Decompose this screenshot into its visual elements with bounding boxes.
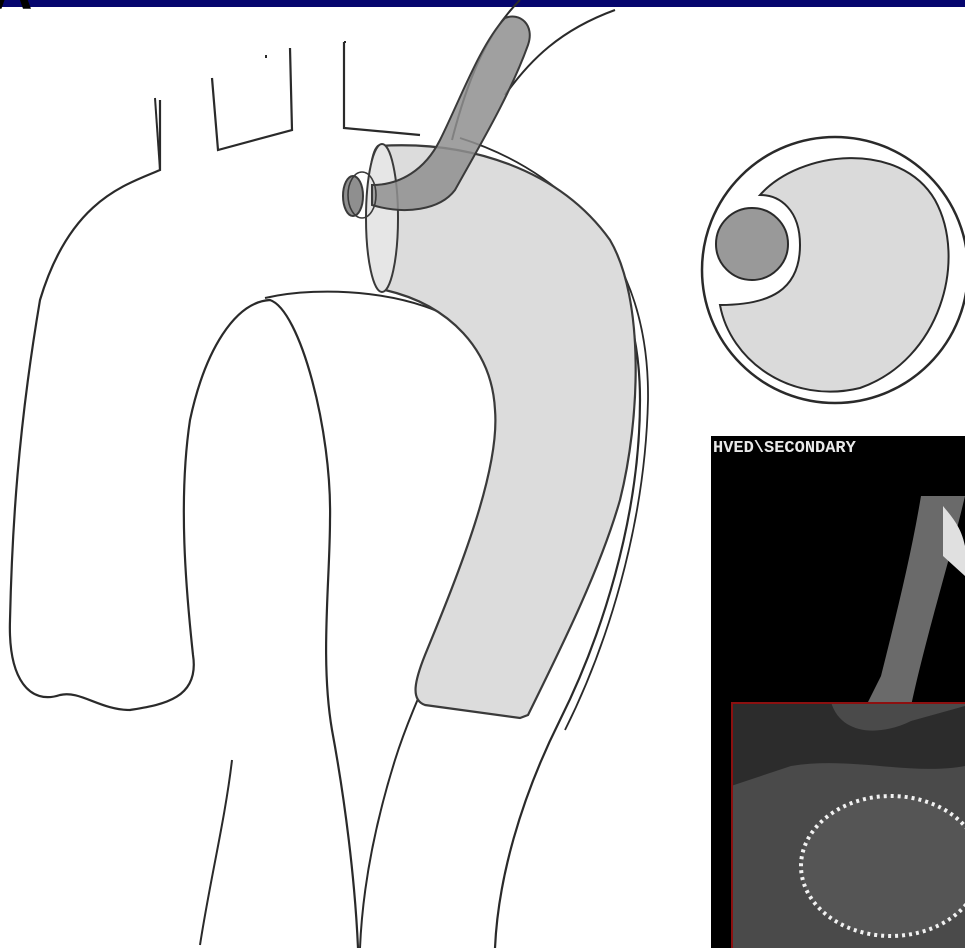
panel-letter: A [0,0,32,18]
ct-zoom-inset-frame [731,702,965,948]
ct-series-label: HVED\SECONDARY [713,439,856,458]
stent-graft-proximal-end [366,144,398,292]
stent-graft [369,145,635,718]
branch-graft-stub [343,176,363,216]
cross-section-branch-graft [716,208,788,280]
ct-scan-image: HVED\SECONDARY [711,436,965,948]
supra-aortic-vessel-lines [212,42,346,80]
